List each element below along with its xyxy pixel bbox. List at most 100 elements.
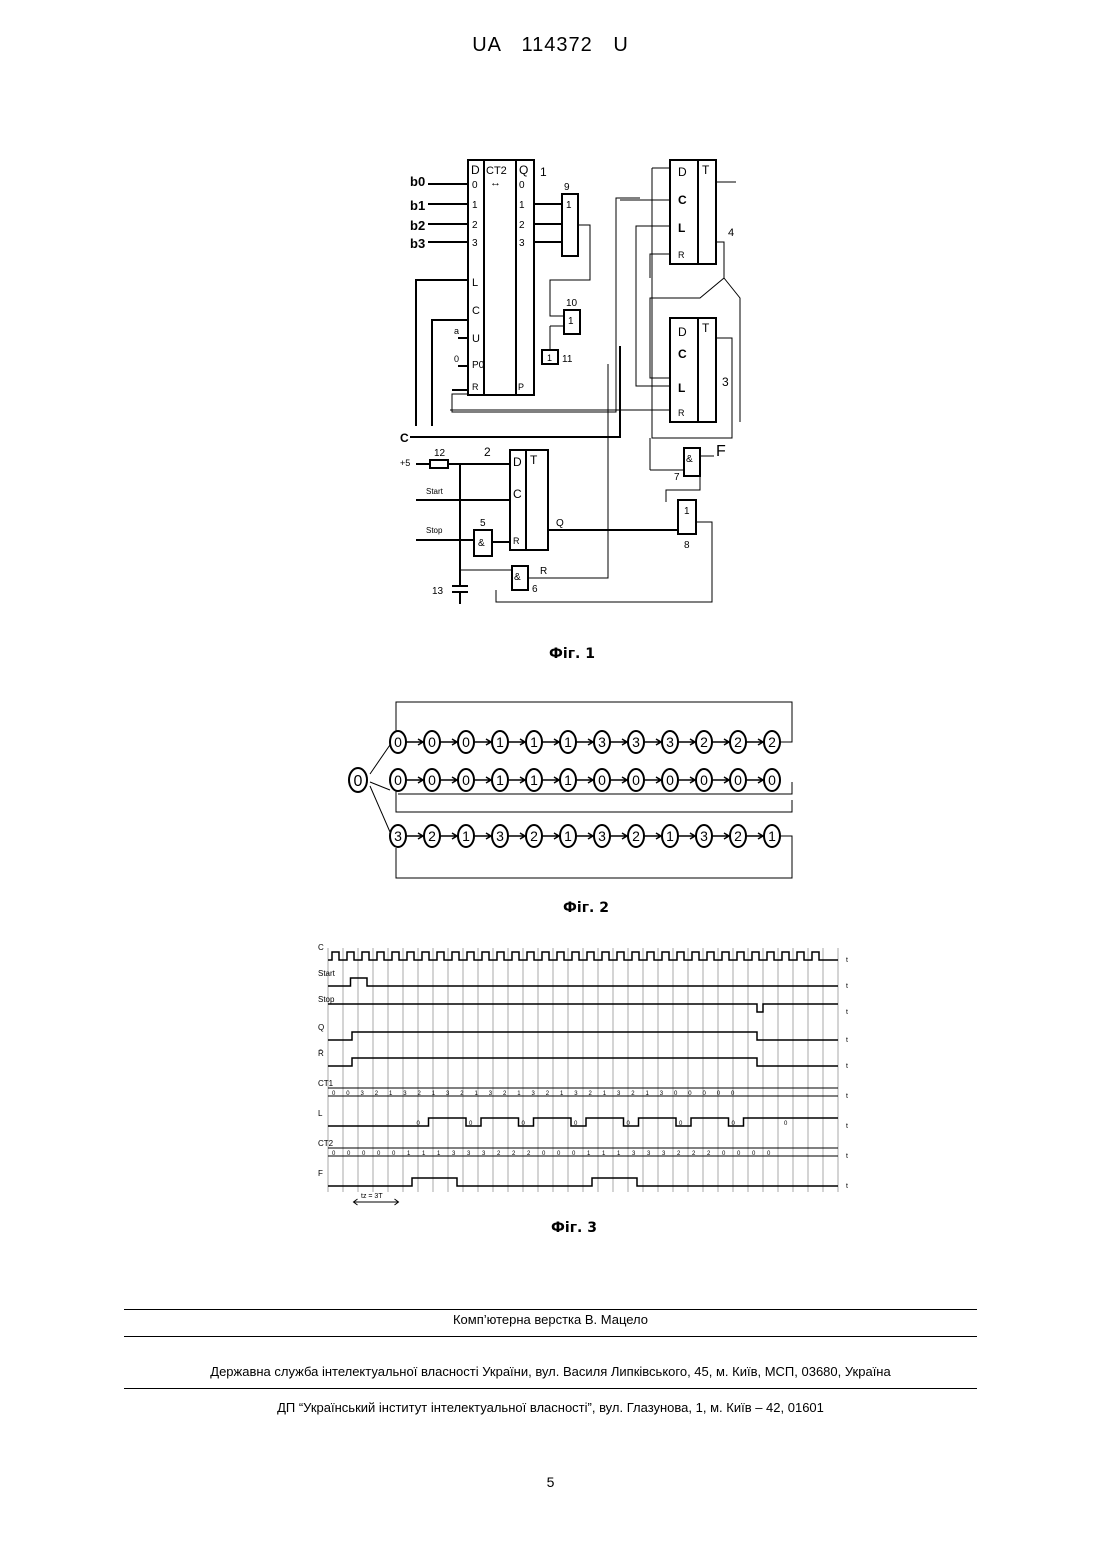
fig3-time-label: t bbox=[846, 1009, 848, 1016]
fig2-state-label: 1 bbox=[462, 828, 470, 844]
fig2-caption: Фіг. 2 bbox=[486, 900, 686, 916]
fig2-transition-arrow bbox=[611, 739, 627, 745]
label-6: 6 bbox=[532, 584, 538, 595]
fig2-state-label: 1 bbox=[768, 828, 776, 844]
ff4-d: D bbox=[678, 165, 687, 179]
fig3-time-label: t bbox=[846, 1063, 848, 1070]
fig2-state-label: 0 bbox=[632, 772, 640, 788]
footer-compose: Комп’ютерна верстка В. Мацело bbox=[0, 1312, 1101, 1327]
fig2-state-label: 0 bbox=[462, 772, 470, 788]
ct2-pin-l: L bbox=[472, 277, 478, 289]
fig2-transition-arrow bbox=[543, 777, 559, 783]
fig2-state-diagram: 0000111333222000111000000321321321321 bbox=[340, 696, 810, 886]
fig3-timing-diagram: 0032132132132132132132130000000000000000… bbox=[310, 940, 850, 1215]
signal-r: R bbox=[540, 566, 547, 577]
fig3-signal-label: Stop bbox=[318, 995, 335, 1004]
ct2-arrow: ↔ bbox=[490, 177, 501, 189]
ff2-c: C bbox=[513, 487, 522, 501]
gate11-symbol: 1 bbox=[547, 353, 552, 363]
patent-header: UA 114372 U bbox=[0, 34, 1101, 57]
ct2-in-3: 3 bbox=[472, 238, 478, 249]
fig2-state-label: 0 bbox=[666, 772, 674, 788]
fig2-transition-arrow bbox=[509, 739, 525, 745]
fig3-signal-label: L bbox=[318, 1109, 323, 1118]
fig1-caption: Фіг. 1 bbox=[472, 646, 672, 662]
signal-stop: Stop bbox=[426, 526, 443, 535]
fig2-state-label: 3 bbox=[496, 828, 504, 844]
ct2-in-0: 0 bbox=[472, 180, 478, 191]
gate6-symbol: & bbox=[514, 572, 521, 583]
fig2-state-label: 2 bbox=[428, 828, 436, 844]
fig2-state-label: 1 bbox=[496, 772, 504, 788]
fig2-state-label: 0 bbox=[428, 734, 436, 750]
fig2-state-label: 3 bbox=[394, 828, 402, 844]
ct2-pin-r: R bbox=[472, 382, 479, 392]
fig3-time-label: t bbox=[846, 957, 848, 964]
page-number: 5 bbox=[0, 1474, 1101, 1490]
fig2-transition-arrow bbox=[407, 833, 423, 839]
fig2-state-label: 2 bbox=[768, 734, 776, 750]
fig2-transition-arrow bbox=[441, 777, 457, 783]
fig2-transition-arrow bbox=[475, 777, 491, 783]
label-7: 7 bbox=[674, 472, 680, 483]
patent-number: 114372 bbox=[521, 34, 592, 56]
fig2-state-label: 0 bbox=[768, 772, 776, 788]
ct2-d-label: D bbox=[471, 163, 480, 177]
fig2-transition-arrow bbox=[441, 739, 457, 745]
fig3-signal-label: CT1 bbox=[318, 1079, 334, 1088]
fig3-caption: Фіг. 3 bbox=[474, 1220, 674, 1236]
fig3-time-label: t bbox=[846, 1123, 848, 1130]
fig3-tz-label: tz = 3T bbox=[361, 1193, 383, 1200]
resistor-12 bbox=[430, 460, 448, 468]
footer-rule-1 bbox=[124, 1309, 977, 1310]
fig2-transition-arrow bbox=[543, 833, 559, 839]
label-12: 12 bbox=[434, 448, 446, 459]
input-b0: b0 bbox=[410, 174, 425, 189]
fig2-transition-arrow bbox=[747, 739, 763, 745]
fig2-transition-arrow bbox=[747, 777, 763, 783]
fig3-signal-label: R̄ bbox=[318, 1049, 324, 1058]
gate8-symbol: 1 bbox=[684, 506, 690, 517]
fig2-state-label: 2 bbox=[700, 734, 708, 750]
fig2-state-label: 2 bbox=[734, 828, 742, 844]
gate5-symbol: & bbox=[478, 538, 485, 549]
fig2-state-label: 0 bbox=[428, 772, 436, 788]
fig2-state-label: 1 bbox=[666, 828, 674, 844]
fig2-state-label: 0 bbox=[394, 734, 402, 750]
signal-plus5: +5 bbox=[400, 458, 410, 468]
fig2-start-label: 0 bbox=[354, 773, 363, 790]
ct2-out-1: 1 bbox=[519, 200, 525, 211]
ct2-pin-p: P bbox=[518, 382, 524, 392]
fig2-transition-arrow bbox=[645, 833, 661, 839]
ff3-t: T bbox=[702, 321, 710, 335]
fig2-transition-arrow bbox=[543, 739, 559, 745]
ff4-l: L bbox=[678, 221, 685, 235]
signal-start: Start bbox=[426, 487, 444, 496]
fig3-signal-label: Q bbox=[318, 1023, 324, 1032]
fig2-transition-arrow bbox=[407, 777, 423, 783]
fig3-signal-label: F bbox=[318, 1169, 323, 1178]
fig2-transition-arrow bbox=[747, 833, 763, 839]
footer-institute: ДП “Український інститут інтелектуальної… bbox=[0, 1400, 1101, 1415]
ct2-out-0: 0 bbox=[519, 180, 525, 191]
fig2-transition-arrow bbox=[713, 777, 729, 783]
fig2-state-label: 1 bbox=[564, 772, 572, 788]
footer-rule-2 bbox=[124, 1336, 977, 1337]
fig3-time-label: t bbox=[846, 1183, 848, 1190]
ct2-title: CT2 bbox=[486, 165, 507, 177]
ct2-pin-u: U bbox=[472, 333, 480, 345]
ff2-t: T bbox=[530, 453, 538, 467]
ff2-r: R bbox=[513, 536, 520, 546]
fig2-state-label: 0 bbox=[700, 772, 708, 788]
fig2-transition-arrow bbox=[441, 833, 457, 839]
fig2-transition-arrow bbox=[611, 777, 627, 783]
label-2: 2 bbox=[484, 445, 491, 459]
fig2-transition-arrow bbox=[679, 833, 695, 839]
fig2-transition-arrow bbox=[407, 739, 423, 745]
ff3-c: C bbox=[678, 347, 687, 361]
fig2-transition-arrow bbox=[713, 833, 729, 839]
fig2-state-label: 2 bbox=[632, 828, 640, 844]
fig2-state-label: 3 bbox=[598, 828, 606, 844]
fig2-transition-arrow bbox=[645, 777, 661, 783]
fig3-signal-label: CT2 bbox=[318, 1139, 334, 1148]
